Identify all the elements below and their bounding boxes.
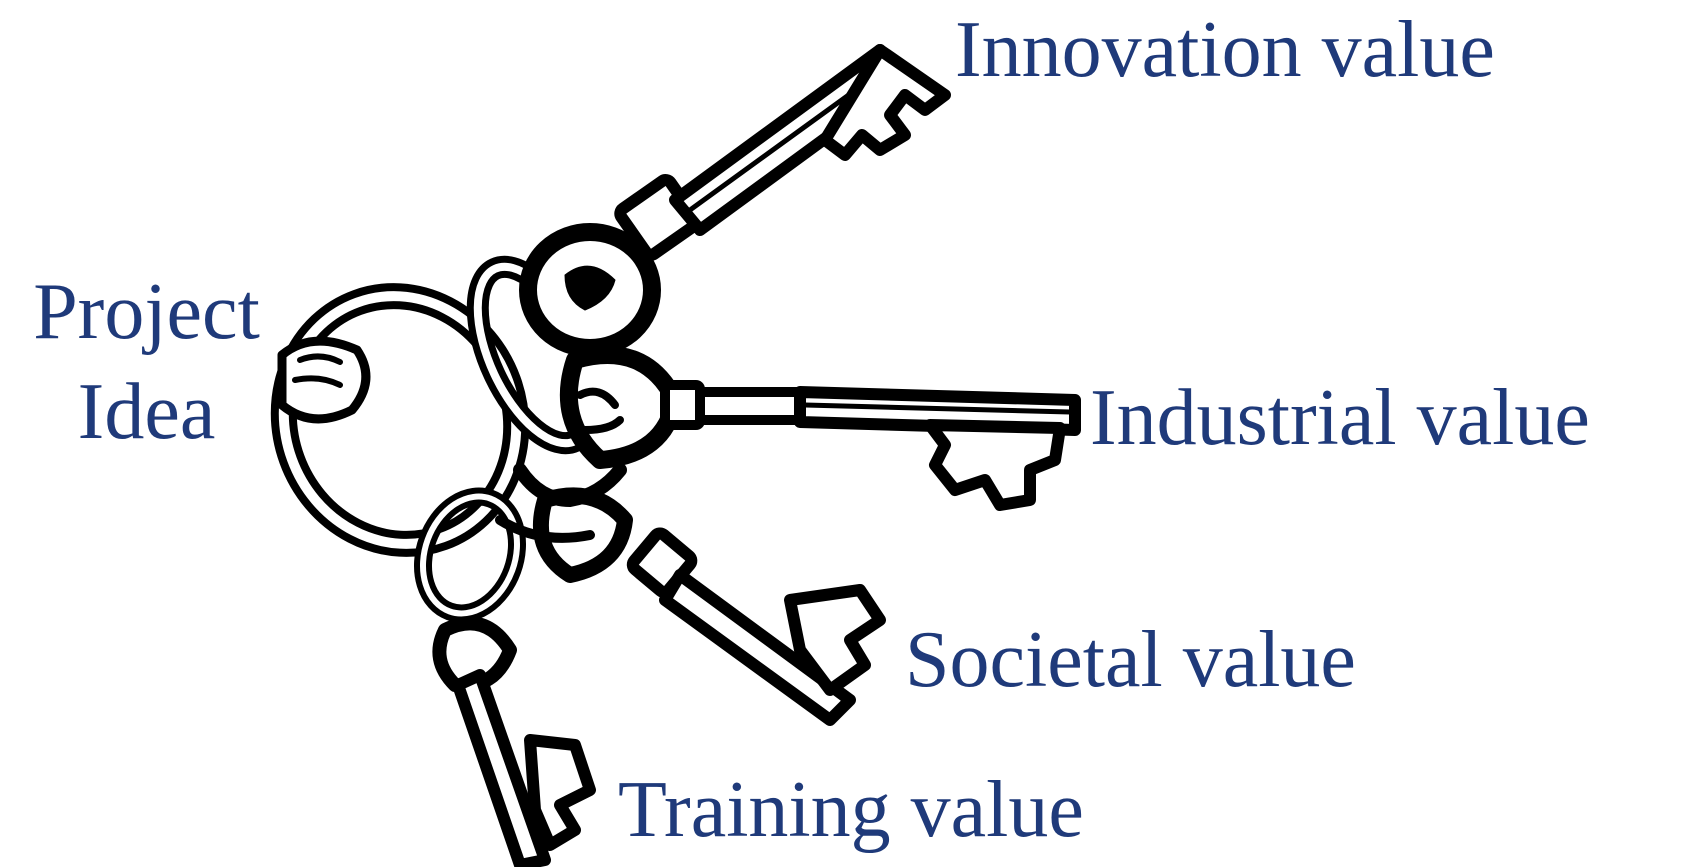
training-key-icon	[432, 616, 596, 867]
main-ring-icon	[270, 283, 530, 557]
project-label-line1: Project	[33, 268, 260, 356]
industrial-value-label: Industrial value	[1090, 374, 1590, 462]
industrial-key-icon	[559, 346, 1081, 511]
training-value-label: Training value	[618, 766, 1084, 854]
societal-value-label: Societal value	[905, 616, 1356, 704]
innovation-value-label: Innovation value	[955, 6, 1495, 94]
project-label-line2: Idea	[77, 368, 216, 456]
societal-key-icon	[532, 487, 886, 726]
innovation-key-icon	[519, 44, 951, 357]
project-idea-label: Project Idea	[14, 262, 279, 462]
